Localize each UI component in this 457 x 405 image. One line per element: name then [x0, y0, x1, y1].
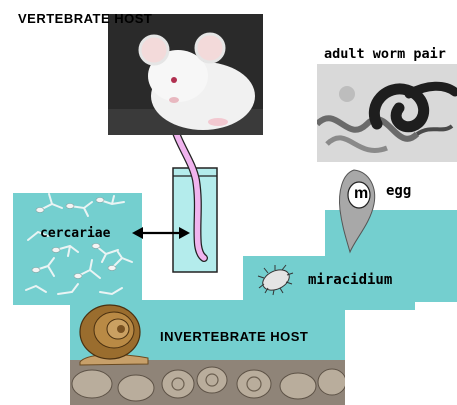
egg-label: egg	[386, 183, 411, 199]
miracidium-icon	[256, 262, 296, 298]
adult-worm-pair-label: adult worm pair	[324, 46, 446, 62]
cercariae-label: cercariae	[40, 226, 110, 241]
egg-icon	[336, 168, 378, 254]
egg-marker: m	[354, 185, 368, 203]
invertebrate-host-label: INVERTEBRATE HOST	[160, 329, 308, 344]
miracidium-label: miracidium	[308, 272, 392, 288]
snail-icon	[76, 302, 152, 368]
vertebrate-host-label: VERTEBRATE HOST	[18, 11, 152, 26]
adult-worm-photo	[317, 64, 457, 162]
mouse-photo	[108, 14, 263, 135]
